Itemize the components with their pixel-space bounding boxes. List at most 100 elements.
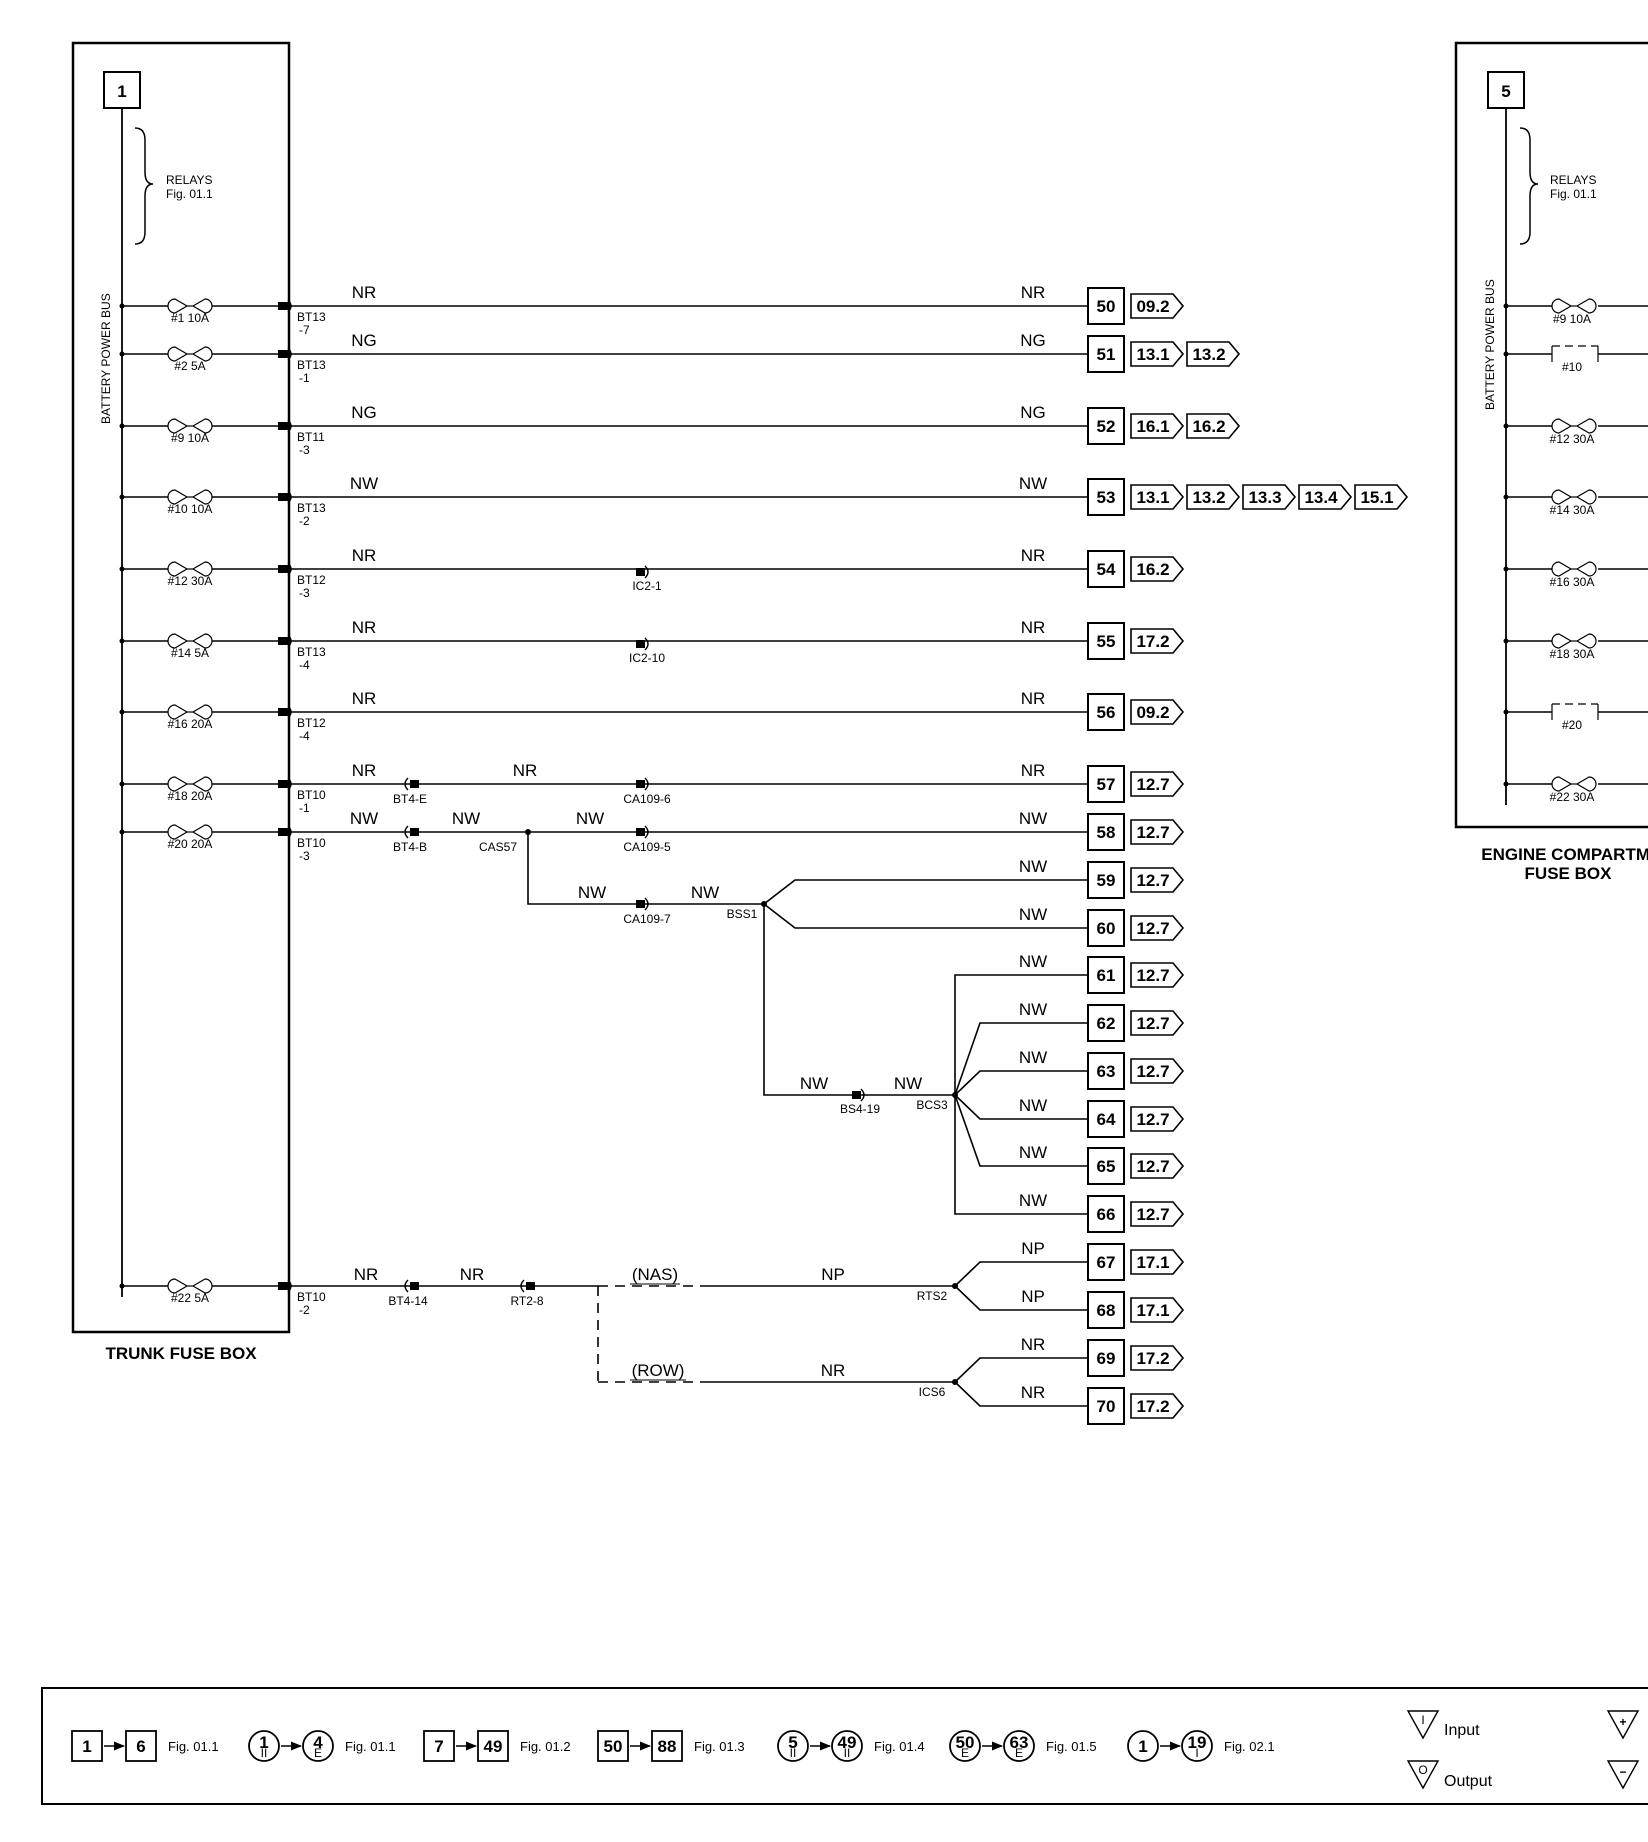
legend-figure-ref: Fig. 01.5 bbox=[1046, 1739, 1097, 1754]
wire-color-label: NW bbox=[350, 809, 378, 828]
fuse-label: #12 30A bbox=[1550, 432, 1595, 446]
legend-figure-ref: Fig. 01.1 bbox=[168, 1739, 219, 1754]
engine-title-line2: FUSE BOX bbox=[1525, 864, 1613, 883]
fuse-label: #22 5A bbox=[171, 1291, 209, 1305]
legend-node-label: 1 bbox=[259, 1733, 268, 1752]
engine-fuses: #9 10A#10#12 30A#14 30A#16 30A#18 30A#20… bbox=[1503, 298, 1648, 804]
legend-node-label: 5 bbox=[788, 1733, 797, 1752]
engine-fuse: #16 30A bbox=[1503, 561, 1648, 589]
connector-bt4-14: BT4-14 bbox=[388, 1279, 428, 1308]
legend-node-label: 1 bbox=[82, 1737, 91, 1756]
plus-glyph: + bbox=[1619, 1715, 1626, 1729]
connector-bs4-19: BS4-19 bbox=[840, 1088, 880, 1116]
page-reference: 12.7 bbox=[1136, 1205, 1169, 1224]
page-reference: 16.1 bbox=[1136, 417, 1169, 436]
trunk-bus-label: BATTERY POWER BUS bbox=[99, 293, 113, 424]
connector-pin-label: -2 bbox=[299, 514, 310, 528]
page-reference: 17.2 bbox=[1136, 1349, 1169, 1368]
connector-bt4-e: BT4-E bbox=[393, 777, 427, 806]
terminal-number: 55 bbox=[1097, 632, 1116, 651]
legend-node-label: 4 bbox=[313, 1733, 323, 1752]
terminal-number: 70 bbox=[1097, 1397, 1116, 1416]
wire-color-label: NG bbox=[351, 331, 377, 350]
wire-color-label: NG bbox=[1020, 331, 1046, 350]
page-reference: 12.7 bbox=[1136, 1014, 1169, 1033]
connector-label: BT13 bbox=[297, 645, 326, 659]
splice-label: CAS57 bbox=[479, 840, 517, 854]
terminal-number: 52 bbox=[1097, 417, 1116, 436]
connector-pin-label: -7 bbox=[299, 323, 310, 337]
circuit-row: 63 12.7 NW bbox=[1019, 1048, 1185, 1090]
trunk-fuse-box: 1 BATTERY POWER BUS RELAYS Fig. 01.1 #1 … bbox=[71, 41, 326, 1363]
connector-ic2-1: IC2-1 bbox=[632, 565, 662, 593]
inline-connectors: IC2-1 IC2-10 BT4-E CA109-6 BT4-B CAS57 bbox=[354, 565, 948, 1399]
terminal-number: 60 bbox=[1097, 919, 1116, 938]
legend-node-label: 50 bbox=[604, 1737, 623, 1756]
connector-label: BT10 bbox=[297, 836, 326, 850]
page-reference: 12.7 bbox=[1136, 1062, 1169, 1081]
trunk-relays-label: RELAYS bbox=[166, 173, 212, 187]
connector-rt2-8: RT2-8 bbox=[510, 1279, 544, 1308]
engine-fuse: #9 10A bbox=[1503, 298, 1648, 326]
page-reference: 09.2 bbox=[1136, 297, 1169, 316]
connector-ca109-5: CA109-5 bbox=[623, 825, 671, 854]
wire-color-label: NW bbox=[1019, 1048, 1047, 1067]
option-nas-label: (NAS) bbox=[632, 1265, 678, 1284]
wire-color-label: NW bbox=[691, 883, 719, 902]
fuse-label: #14 30A bbox=[1550, 503, 1595, 517]
terminal-number: 63 bbox=[1097, 1062, 1116, 1081]
fuse-label: #16 20A bbox=[168, 717, 213, 731]
connector-label: BT4-B bbox=[393, 840, 427, 854]
page-reference: 13.1 bbox=[1136, 345, 1169, 364]
wire-color-label: NR bbox=[1021, 1335, 1046, 1354]
page-reference: 17.1 bbox=[1136, 1301, 1169, 1320]
input-label: Input bbox=[1444, 1722, 1480, 1739]
wire-color-label: NW bbox=[800, 1074, 828, 1093]
legend-figure-ref: Fig. 01.3 bbox=[694, 1739, 745, 1754]
wire-color-label: NW bbox=[1019, 1096, 1047, 1115]
engine-box-number: 5 bbox=[1501, 82, 1510, 101]
legend-node-sublabel: II bbox=[790, 1746, 797, 1760]
fuse-label: #18 30A bbox=[1550, 647, 1595, 661]
engine-relays-label: RELAYS bbox=[1550, 173, 1596, 187]
page-reference: 13.3 bbox=[1248, 488, 1281, 507]
fuse-label: #14 5A bbox=[171, 646, 209, 660]
wire-color-label: NP bbox=[1021, 1287, 1045, 1306]
page-reference: 12.7 bbox=[1136, 966, 1169, 985]
fuse-label: #22 30A bbox=[1550, 790, 1595, 804]
wire-color-label: NR bbox=[460, 1265, 485, 1284]
page-reference: 17.1 bbox=[1136, 1253, 1169, 1272]
mid-connector-label: IC2-10 bbox=[629, 651, 665, 665]
legend-node-sublabel: E bbox=[961, 1746, 969, 1760]
wire-color-label: NR bbox=[352, 761, 377, 780]
fuse-label: #1 10A bbox=[171, 311, 209, 325]
wire-color-label: NR bbox=[513, 761, 538, 780]
fuse-label: #10 bbox=[1562, 360, 1582, 374]
legend-node-label: 88 bbox=[658, 1737, 677, 1756]
page-reference: 17.2 bbox=[1136, 1397, 1169, 1416]
connector-ic2-10: IC2-10 bbox=[629, 637, 665, 665]
terminal-number: 59 bbox=[1097, 871, 1116, 890]
page-reference: 12.7 bbox=[1136, 1110, 1169, 1129]
connector-label: RT2-8 bbox=[510, 1294, 543, 1308]
connector-ca109-7: CA109-7 bbox=[623, 897, 671, 926]
option-row-label: (ROW) bbox=[632, 1361, 685, 1380]
engine-fuse: #22 30A bbox=[1503, 776, 1648, 804]
page-reference: 16.2 bbox=[1192, 417, 1225, 436]
connector-label: BT10 bbox=[297, 1290, 326, 1304]
wire-color-label: NW bbox=[894, 1074, 922, 1093]
wire-color-label: NR bbox=[1021, 546, 1046, 565]
